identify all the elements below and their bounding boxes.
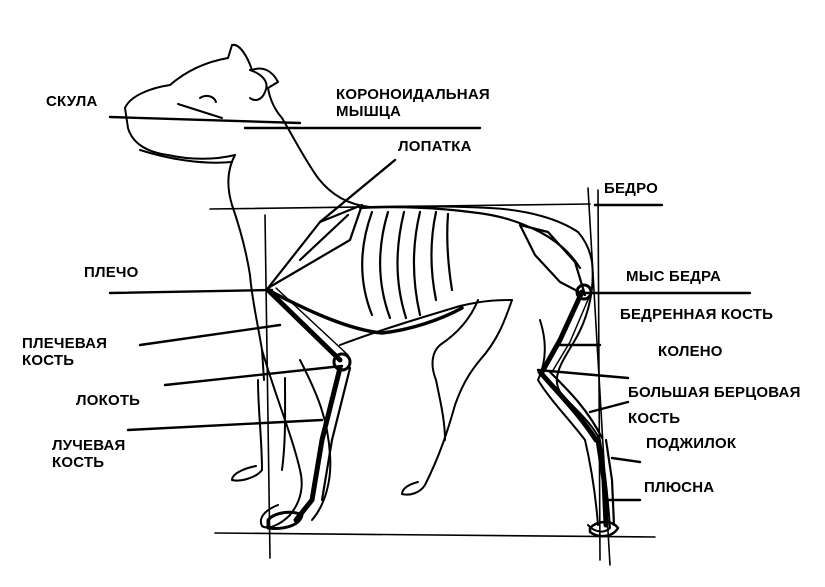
label-plyusna: ПЛЮСНА	[644, 479, 715, 496]
label-podzhilok: ПОДЖИЛОК	[646, 435, 737, 452]
label-plecho: ПЛЕЧО	[84, 264, 139, 281]
label-mys-bedra: МЫС БЕДРА	[626, 268, 721, 285]
label-luchevaya-kost: ЛУЧЕВАЯ КОСТЬ	[52, 437, 126, 471]
label-lopatka: ЛОПАТКА	[398, 138, 472, 155]
skeleton	[265, 203, 620, 538]
label-skula: СКУЛА	[46, 93, 98, 110]
label-bedro: БЕДРО	[604, 180, 658, 197]
leader-lines	[108, 115, 752, 502]
label-koronoidalnaya-myshca: КОРОНОИДАЛЬНАЯ МЫШЦА	[336, 86, 490, 120]
label-lokot: ЛОКОТЬ	[76, 392, 141, 409]
label-koleno: КОЛЕНО	[658, 343, 723, 360]
label-bedrennaya-kost: БЕДРЕННАЯ КОСТЬ	[620, 306, 774, 323]
label-bolshaya-bercovaya-kost: БОЛЬШАЯ БЕРЦОВАЯ КОСТЬ	[628, 384, 801, 427]
label-plechevaya-kost: ПЛЕЧЕВАЯ КОСТЬ	[22, 335, 108, 369]
